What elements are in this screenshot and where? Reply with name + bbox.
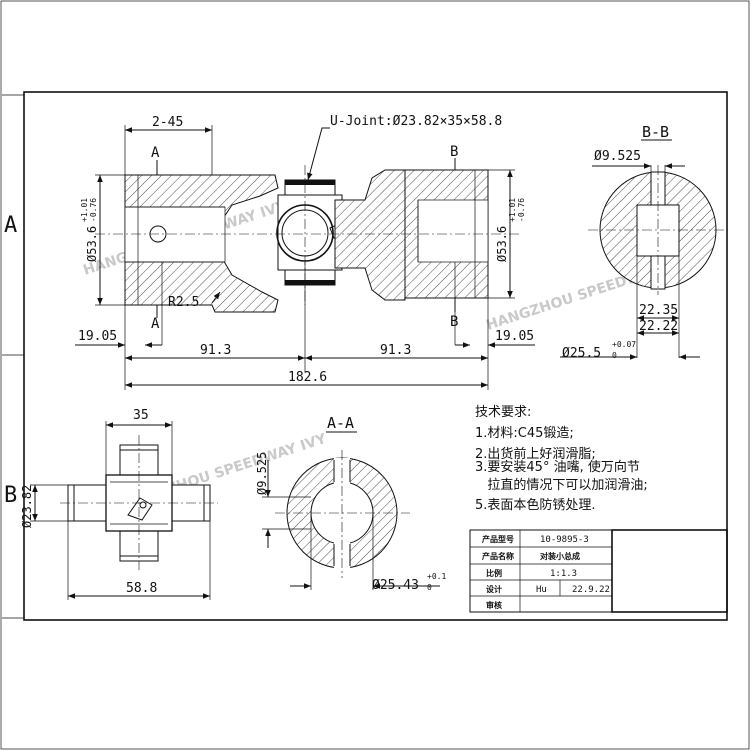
dim-91-right: 91.3 (380, 343, 411, 358)
technical-notes: 技术要求: 1.材料:C45锻造; 2.出货前上好润滑脂; 3.要安装45° 油… (475, 405, 648, 513)
tb-value-date: 22.9.22 (572, 585, 610, 595)
section-bb-view (560, 163, 728, 360)
tb-label-scale: 比例 (486, 568, 502, 578)
main-view (75, 125, 535, 390)
section-aa-title: A-A (327, 414, 354, 432)
tb-label-review: 审核 (486, 600, 502, 610)
notes-item-5: 5.表面本色防锈处理. (475, 497, 596, 513)
section-a-top: A (151, 145, 160, 161)
notes-item-2: 2.出货前上好润滑脂; (475, 446, 596, 462)
dim-19-left: 19.05 (78, 329, 117, 344)
notes-item-1: 1.材料:C45锻造; (475, 426, 574, 441)
dia-right-label: Ø53.6 (495, 226, 509, 262)
bb-hole-dia: Ø9.525 (594, 149, 641, 164)
tb-label-design: 设计 (486, 584, 502, 594)
section-b-top: B (450, 144, 458, 160)
bb-flat-2: 22.22 (639, 319, 678, 334)
dia-left-tol-upper: +1.01 (80, 198, 89, 222)
dia-left-label: Ø53.6 (85, 226, 99, 262)
dim-91-left: 91.3 (200, 343, 231, 358)
aa-hole-dia: Ø9.525 (255, 452, 269, 495)
tb-value-model: 10-9895-3 (540, 535, 589, 545)
tb-value-scale: 1:1.3 (550, 569, 577, 579)
chamfer-label: 2-45 (152, 115, 183, 130)
tb-label-model: 产品型号 (482, 534, 514, 544)
aa-bore-tol-lower: 0 (427, 583, 432, 592)
notes-title: 技术要求: (475, 405, 531, 420)
tb-label-name: 产品名称 (482, 551, 514, 561)
cross-view (30, 421, 218, 600)
ujoint-callout: U-Joint:Ø23.82×35×58.8 (330, 114, 502, 129)
title-block (469, 529, 728, 613)
dim-19-right: 19.05 (495, 329, 534, 344)
tb-value-design: Hu (536, 585, 547, 595)
dia-right-tol-upper: +1.01 (508, 198, 517, 222)
tb-value-name: 对装小总成 (540, 551, 580, 561)
bb-flat-1: 22.35 (639, 303, 678, 318)
bb-bore-tol-lower: 0 (612, 351, 617, 360)
dim-total: 182.6 (288, 370, 327, 385)
dia-left-tol-lower: -0.76 (89, 198, 98, 222)
section-aa-view (262, 450, 440, 590)
cross-dia: Ø23.82 (20, 485, 34, 528)
aa-bore-dia: Ø25.43 (372, 578, 419, 593)
aa-bore-tol-upper: +0.1 (427, 572, 446, 581)
section-bb-title: B-B (642, 123, 669, 141)
bb-bore-tol-upper: +0.07 (612, 340, 636, 349)
dia-right-tol-lower: -0.76 (517, 198, 526, 222)
section-a-bottom: A (151, 316, 160, 332)
cross-length: 58.8 (126, 581, 157, 596)
zone-label-a: A (4, 213, 17, 238)
notes-item-4: 拉直的情况下可以加润滑油; (475, 477, 648, 493)
section-b-bottom: B (450, 314, 458, 330)
cross-width: 35 (133, 408, 149, 423)
notes-item-3: 3.要安装45° 油嘴, 使万向节 (475, 459, 640, 475)
zone-label-b: B (4, 483, 17, 508)
radius-label: R2.5 (168, 295, 199, 310)
bb-bore-dia: Ø25.5 (562, 346, 601, 361)
